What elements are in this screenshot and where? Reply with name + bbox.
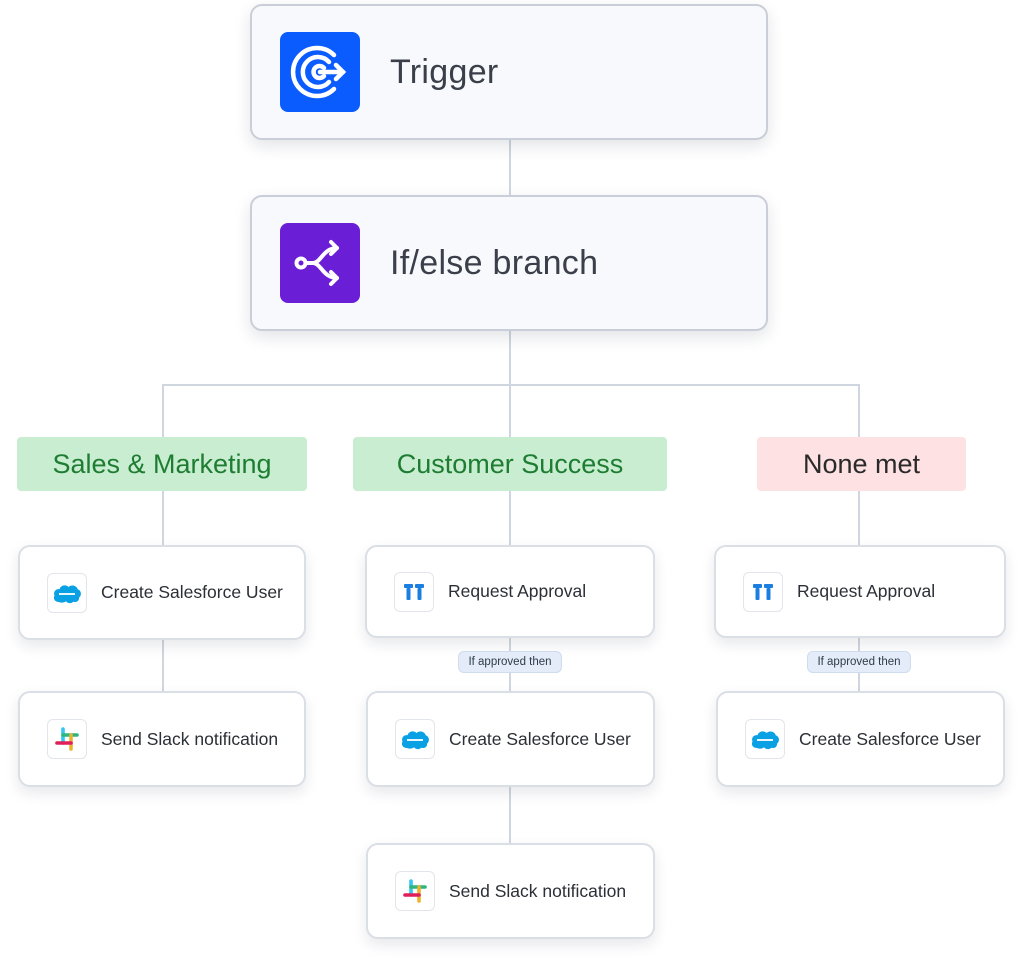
- condition-badge: If approved then: [807, 651, 911, 673]
- trigger-label: Trigger: [390, 52, 499, 91]
- approval-icon: [394, 571, 434, 612]
- connector-right-down: [858, 384, 860, 438]
- connector-col2-c: [509, 786, 511, 844]
- step-create-salesforce-user[interactable]: Create Salesforce User: [716, 691, 1005, 787]
- approval-icon: [743, 571, 783, 612]
- step-create-salesforce-user[interactable]: Create Salesforce User: [366, 691, 655, 787]
- slack-icon: [47, 719, 87, 759]
- condition-badge: If approved then: [458, 651, 562, 673]
- slack-icon: [395, 871, 435, 911]
- step-request-approval[interactable]: Request Approval: [714, 545, 1006, 638]
- step-label: Create Salesforce User: [101, 582, 283, 602]
- step-label: Send Slack notification: [449, 880, 627, 901]
- connector-left-down: [162, 384, 164, 438]
- salesforce-icon: [395, 719, 435, 759]
- connector-col1-a: [162, 490, 164, 546]
- step-create-salesforce-user[interactable]: Create Salesforce User: [18, 545, 306, 640]
- connector-col3-a: [858, 490, 860, 546]
- connector-col1-b: [162, 638, 164, 692]
- trigger-icon: [280, 32, 360, 112]
- step-send-slack-notification[interactable]: Send Slack notification: [366, 843, 655, 939]
- salesforce-icon: [745, 719, 785, 759]
- step-send-slack-notification[interactable]: Send Slack notification: [18, 691, 306, 787]
- step-label: Request Approval: [448, 581, 587, 601]
- branch-sales-marketing[interactable]: Sales & Marketing: [17, 437, 307, 491]
- trigger-node[interactable]: Trigger: [250, 4, 768, 140]
- branch-customer-success[interactable]: Customer Success: [353, 437, 667, 491]
- step-request-approval[interactable]: Request Approval: [365, 545, 655, 638]
- salesforce-icon: [47, 572, 87, 613]
- branch-icon: [280, 223, 360, 303]
- branch-node[interactable]: If/else branch: [250, 195, 768, 331]
- step-label: Send Slack notification: [101, 728, 279, 749]
- step-label: Request Approval: [797, 581, 936, 601]
- connector-col2-a: [509, 490, 511, 546]
- step-label: Create Salesforce User: [449, 728, 631, 749]
- step-label: Create Salesforce User: [799, 728, 981, 749]
- connector-trigger-branch: [509, 140, 511, 196]
- branch-label: If/else branch: [390, 243, 599, 282]
- branch-none-met[interactable]: None met: [757, 437, 966, 491]
- connector-horizontal: [162, 384, 860, 386]
